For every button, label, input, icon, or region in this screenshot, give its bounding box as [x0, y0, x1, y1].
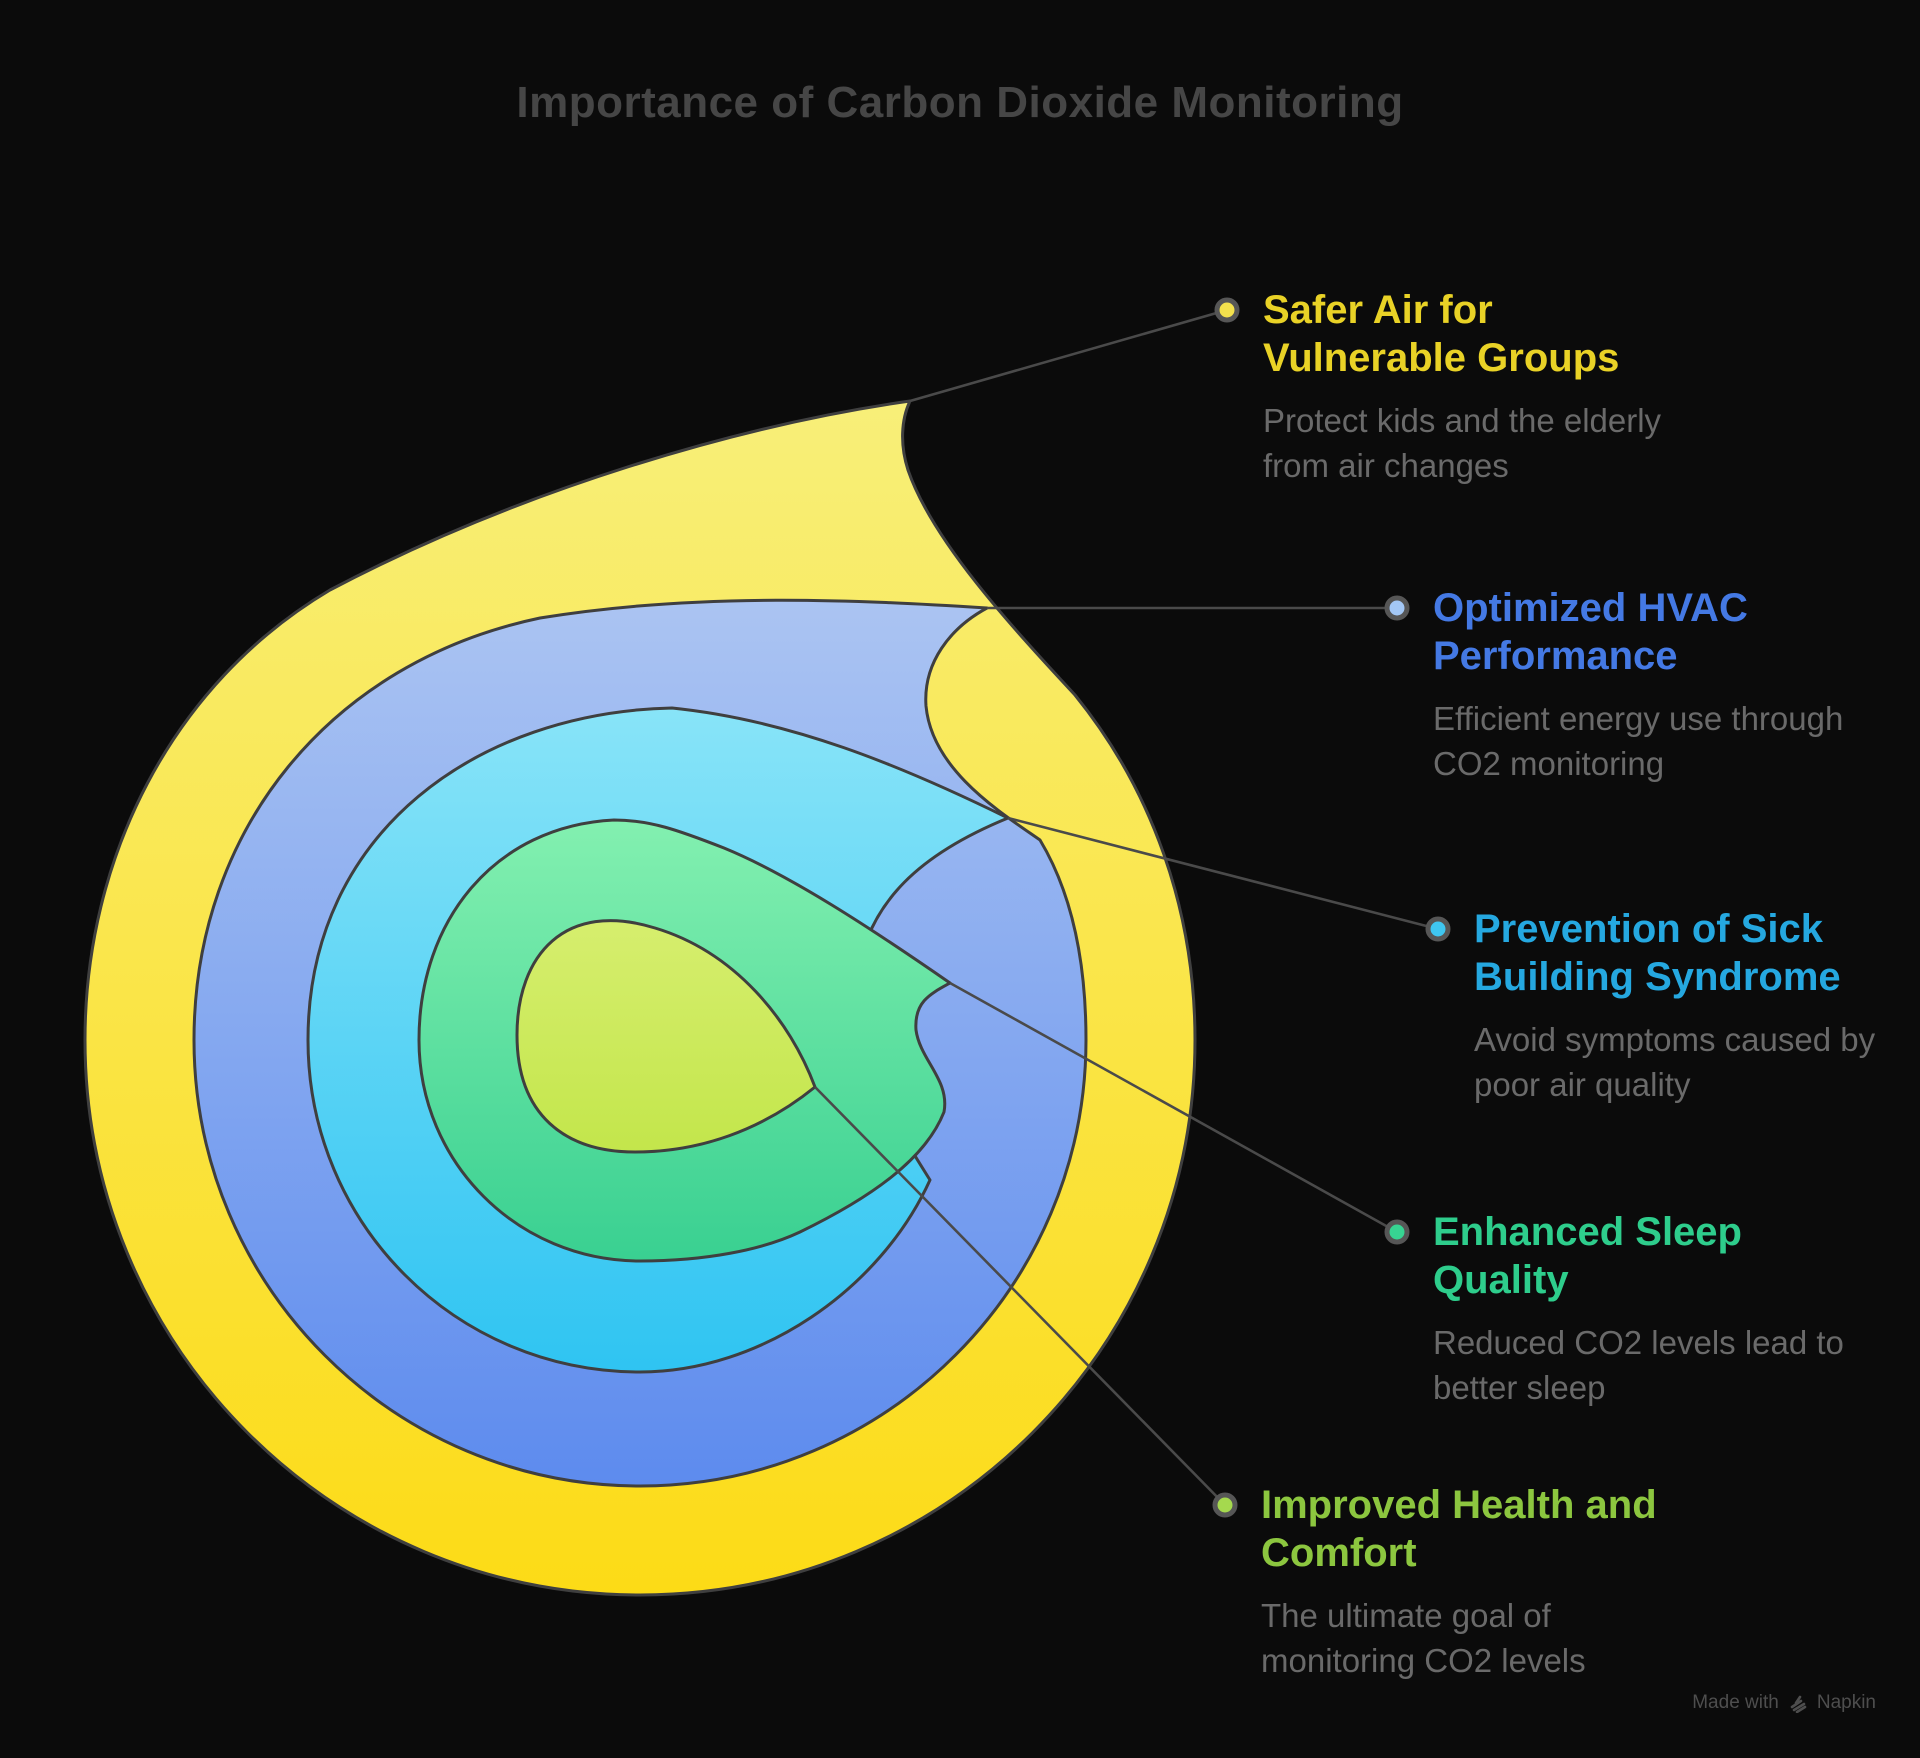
label-dot: [1214, 297, 1240, 323]
layer-health-core: [515, 919, 817, 1154]
connector-line: [949, 981, 1398, 1234]
napkin-watermark-link[interactable]: Made with Napkin: [1692, 1692, 1876, 1714]
label-dot: [1384, 595, 1410, 621]
connector-line: [909, 308, 1228, 403]
connector-line: [814, 1086, 1226, 1506]
page-title: Importance of Carbon Dioxide Monitoring: [516, 78, 1404, 127]
label-dot: [1425, 916, 1451, 942]
label-dot: [1212, 1492, 1238, 1518]
connector-line: [1007, 816, 1439, 931]
brand-text: Napkin: [1816, 1692, 1876, 1713]
made-with-text: Made with: [1692, 1692, 1779, 1713]
napkin-logo-icon: [1790, 1695, 1807, 1713]
label-dot: [1384, 1219, 1410, 1245]
